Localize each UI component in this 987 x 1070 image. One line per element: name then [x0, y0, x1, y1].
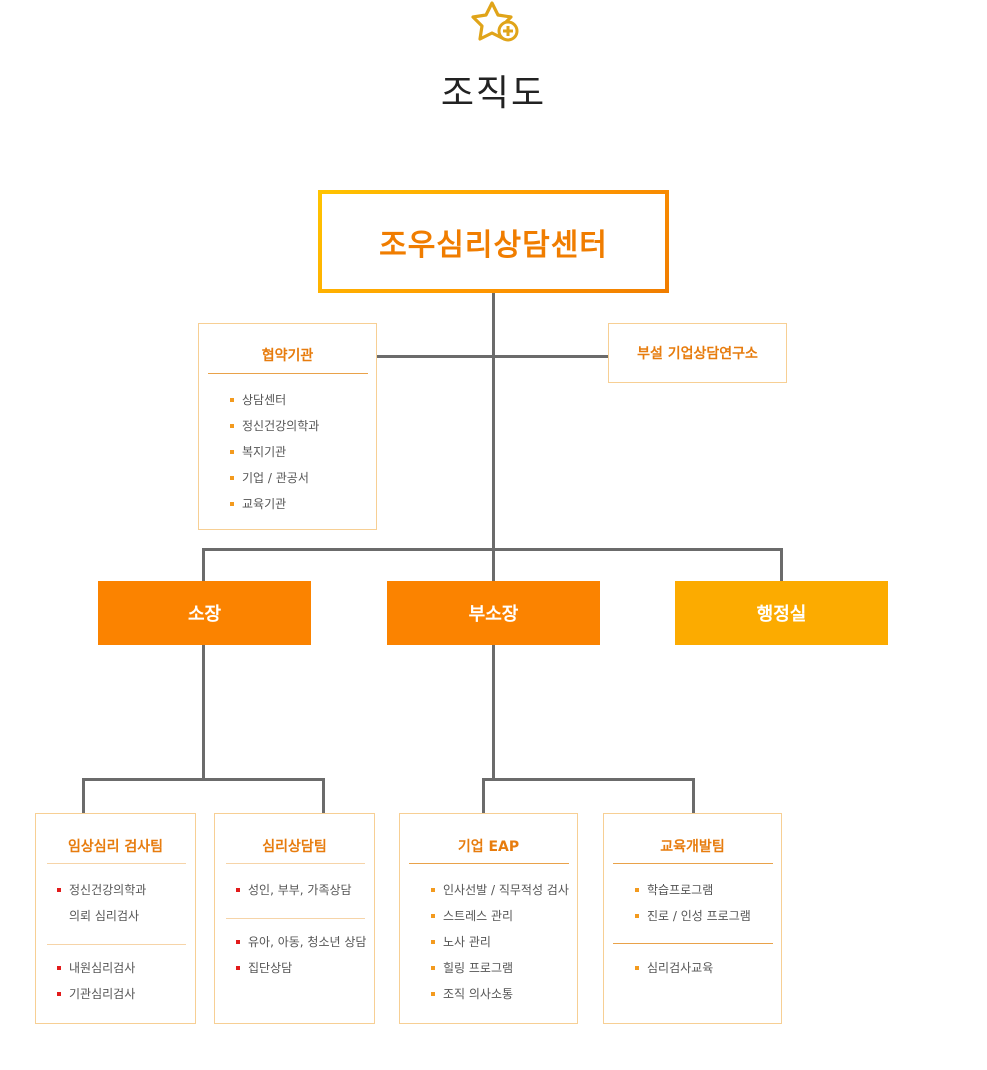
partners-list: 상담센터 정신건강의학과 복지기관 기업 / 관공서 교육기관 [230, 387, 319, 517]
center-box: 조우심리상담센터 [318, 190, 669, 293]
role-vice-director: 부소장 [387, 581, 600, 645]
list-item: 정신건강의학과 [57, 877, 146, 903]
partners-divider [208, 373, 368, 374]
team-counseling: 심리상담팀 성인, 부부, 가족상담 유아, 아동, 청소년 상담 집단상담 [214, 813, 375, 1024]
list-item: 진로 / 인성 프로그램 [635, 903, 751, 929]
list-item: 심리검사교육 [635, 955, 713, 981]
team-clinical-title: 임상심리 검사팀 [67, 839, 164, 855]
page-title: 조직도 [440, 73, 547, 114]
team-divider [226, 863, 365, 864]
connector-lab [493, 355, 608, 358]
connector-partners [376, 355, 493, 358]
connector-director-down [202, 645, 205, 780]
list-item: 집단상담 [236, 955, 366, 981]
team-eap-list: 인사선발 / 직무적성 검사 스트레스 관리 노사 관리 힐링 프로그램 조직 … [431, 877, 569, 1007]
star-plus-icon [471, 1, 519, 42]
team-education: 교육개발팀 학습프로그램 진로 / 인성 프로그램 심리검사교육 [603, 813, 782, 1024]
role-director: 소장 [98, 581, 311, 645]
team-education-title: 교육개발팀 [660, 839, 725, 855]
list-item: 교육기관 [230, 491, 319, 517]
list-item: 유아, 아동, 청소년 상담 [236, 929, 366, 955]
team-divider [226, 918, 365, 919]
lab-box: 부설 기업상담연구소 [608, 323, 787, 383]
list-item: 기관심리검사 [57, 981, 135, 1007]
connector-vice-down [492, 645, 495, 780]
team-education-list-2: 심리검사교육 [635, 955, 713, 981]
list-item: 성인, 부부, 가족상담 [236, 877, 352, 903]
list-item: 학습프로그램 [635, 877, 751, 903]
list-item: 기업 / 관공서 [230, 465, 319, 491]
team-divider [409, 863, 569, 864]
team-divider [47, 944, 186, 945]
connector-eap [482, 778, 485, 813]
connector-trunk [492, 293, 495, 581]
list-item: 인사선발 / 직무적성 검사 [431, 877, 569, 903]
team-eap: 기업 EAP 인사선발 / 직무적성 검사 스트레스 관리 노사 관리 힐링 프… [399, 813, 578, 1024]
connector-role-right [780, 548, 783, 581]
list-item: 스트레스 관리 [431, 903, 569, 929]
partners-title: 협약기관 [261, 348, 314, 364]
lab-label: 부설 기업상담연구소 [637, 346, 758, 362]
team-counseling-list-2: 유아, 아동, 청소년 상담 집단상담 [236, 929, 366, 981]
connector-director-bar [82, 778, 325, 781]
team-counseling-title: 심리상담팀 [262, 839, 327, 855]
team-clinical-list-1: 정신건강의학과 의뢰 심리검사 [57, 877, 146, 929]
list-item: 내원심리검사 [57, 955, 135, 981]
team-divider [613, 863, 773, 864]
team-divider [613, 943, 773, 944]
center-label: 조우심리상담센터 [322, 194, 665, 289]
list-item: 노사 관리 [431, 929, 569, 955]
list-item: 상담센터 [230, 387, 319, 413]
connector-education [692, 778, 695, 813]
list-item: 조직 의사소통 [431, 981, 569, 1007]
connector-clinical [82, 778, 85, 813]
list-item: 복지기관 [230, 439, 319, 465]
team-divider [47, 863, 186, 864]
team-eap-title: 기업 EAP [457, 839, 520, 855]
role-admin-office: 행정실 [675, 581, 888, 645]
connector-counseling [322, 778, 325, 813]
team-clinical-list-2: 내원심리검사 기관심리검사 [57, 955, 135, 1007]
list-item: 정신건강의학과 [230, 413, 319, 439]
connector-vice-bar [482, 778, 695, 781]
list-item: 힐링 프로그램 [431, 955, 569, 981]
connector-role-left [202, 548, 205, 581]
partners-panel: 협약기관 상담센터 정신건강의학과 복지기관 기업 / 관공서 교육기관 [198, 323, 377, 530]
team-education-list-1: 학습프로그램 진로 / 인성 프로그램 [635, 877, 751, 929]
team-clinical: 임상심리 검사팀 정신건강의학과 의뢰 심리검사 내원심리검사 기관심리검사 [35, 813, 196, 1024]
connector-roles-bar [202, 548, 783, 551]
team-counseling-list-1: 성인, 부부, 가족상담 [236, 877, 352, 903]
list-item: 의뢰 심리검사 [69, 909, 140, 923]
